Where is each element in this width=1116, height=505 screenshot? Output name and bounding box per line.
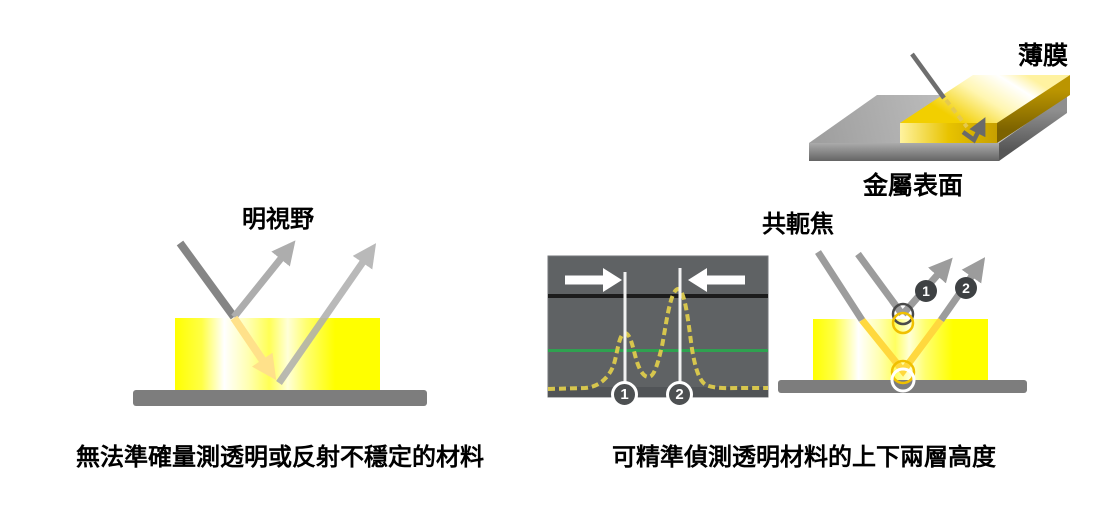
metal-surface-label: 金屬表面 <box>862 172 963 200</box>
confocal-title: 共軛焦 <box>762 211 834 238</box>
incident-beam-line <box>910 52 946 100</box>
bright-field-title: 明視野 <box>242 206 314 233</box>
transparent-material-block <box>175 318 380 390</box>
film-top-face <box>900 75 1070 123</box>
film-right-face <box>997 75 1070 143</box>
metal-slab-right-face <box>999 95 1067 161</box>
signal-peak2-marker: 2 <box>666 381 693 408</box>
left-pointing-measure-arrow <box>565 268 622 292</box>
ray1-marker: 1 <box>915 280 937 302</box>
top-surface-focus-ring-yellow <box>891 311 915 335</box>
ray2-marker: 2 <box>955 277 977 299</box>
green-threshold-line <box>548 349 768 352</box>
signal-peak1-marker: 1 <box>611 381 638 408</box>
bottom-surface-focus-ring-white <box>890 367 916 393</box>
bottom-reflection-arrow <box>276 243 377 385</box>
confocal-signal-panel <box>547 255 769 398</box>
intensity-curve <box>547 286 768 391</box>
black-threshold-line <box>548 294 768 298</box>
refracted-ray-arrow <box>230 315 277 381</box>
bright-field-diagram <box>133 240 427 406</box>
confocal-ray-diagram <box>778 250 1027 393</box>
film-label: 薄膜 <box>1017 42 1068 70</box>
ray2-incident <box>815 250 865 322</box>
substrate-base-bar <box>778 380 1027 393</box>
deflected-reflection-arrow <box>961 117 986 144</box>
confocal-caption: 可精準偵測透明材料的上下兩層高度 <box>612 444 996 471</box>
bright-field-caption: 無法準確量測透明或反射不穩定的材料 <box>76 444 484 471</box>
right-pointing-measure-arrow <box>688 268 745 292</box>
top-surface-focus-ring-dark <box>891 302 915 326</box>
refracted-beam-dashed-line <box>944 98 969 129</box>
incident-ray <box>176 240 238 320</box>
ray1-incident <box>855 251 905 317</box>
inner-ray-v-path <box>859 317 944 377</box>
substrate-base-bar <box>133 390 427 406</box>
film-on-metal-3d-illustration <box>809 52 1070 161</box>
metal-slab-front-face <box>809 143 999 161</box>
signal-panel-bottom-strip <box>548 387 768 397</box>
surface-reflection-arrow <box>231 240 296 320</box>
bottom-surface-focus-ring-yellow <box>890 359 916 385</box>
